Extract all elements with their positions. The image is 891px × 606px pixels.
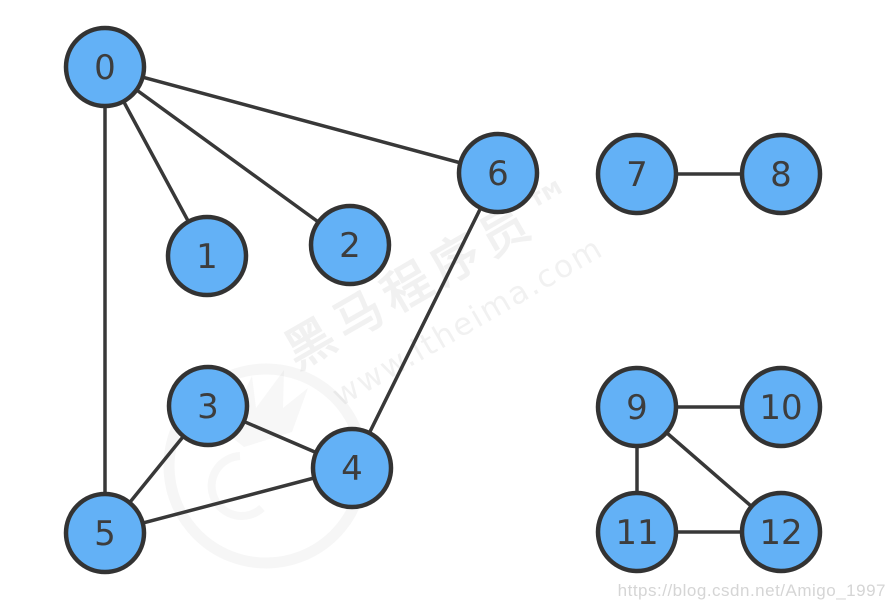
graph-node-circle-11 (595, 490, 679, 574)
graph-node-circle-2 (308, 203, 392, 287)
graph-node-1: 1 (165, 214, 249, 298)
graph-node-circle-10 (739, 365, 823, 449)
graph-node-circle-5 (63, 491, 147, 575)
heima-logo-curl-icon (207, 452, 265, 520)
graph-edges (103, 65, 783, 535)
graph-node-label-3: 3 (197, 387, 219, 427)
graph-node-circle-6 (456, 131, 540, 215)
graph-node-label-5: 5 (94, 514, 116, 554)
graph-node-circle-12 (739, 490, 823, 574)
graph-node-12: 12 (739, 490, 823, 574)
graph-node-2: 2 (308, 203, 392, 287)
graph-node-label-1: 1 (196, 237, 218, 277)
graph-node-6: 6 (456, 131, 540, 215)
graph-node-circle-9 (595, 365, 679, 449)
graph-edge-0-6 (103, 65, 500, 175)
graph-node-circle-3 (166, 364, 250, 448)
graph-edge-4-6 (350, 171, 500, 470)
graph-node-label-2: 2 (339, 226, 361, 266)
graph-node-circle-1 (165, 214, 249, 298)
graph-node-10: 10 (739, 365, 823, 449)
graph-node-8: 8 (739, 132, 823, 216)
graph-node-label-9: 9 (626, 388, 648, 428)
graph-node-label-10: 10 (759, 388, 802, 428)
csdn-url-watermark: https://blog.csdn.net/Amigo_1997 (617, 581, 886, 600)
graph-node-4: 4 (310, 426, 394, 510)
graph-node-7: 7 (595, 132, 679, 216)
graph-node-label-7: 7 (626, 155, 648, 195)
graph-node-11: 11 (595, 490, 679, 574)
graph-edge-0-2 (103, 65, 352, 247)
graph-node-0: 0 (63, 25, 147, 109)
graph-node-circle-4 (310, 426, 394, 510)
graph-node-circle-7 (595, 132, 679, 216)
graph-edge-4-5 (103, 466, 354, 535)
heima-logo-mane-icon (225, 370, 308, 447)
graph-node-3: 3 (166, 364, 250, 448)
graph-node-label-0: 0 (94, 48, 116, 88)
graph-node-label-4: 4 (341, 449, 363, 489)
graph-node-9: 9 (595, 365, 679, 449)
graph-node-circle-8 (739, 132, 823, 216)
graph-node-5: 5 (63, 491, 147, 575)
graph-node-label-11: 11 (615, 513, 658, 553)
graph-node-label-12: 12 (759, 513, 802, 553)
graph-node-circle-0 (63, 25, 147, 109)
graph-node-label-6: 6 (487, 154, 509, 194)
graph-node-label-8: 8 (770, 155, 792, 195)
